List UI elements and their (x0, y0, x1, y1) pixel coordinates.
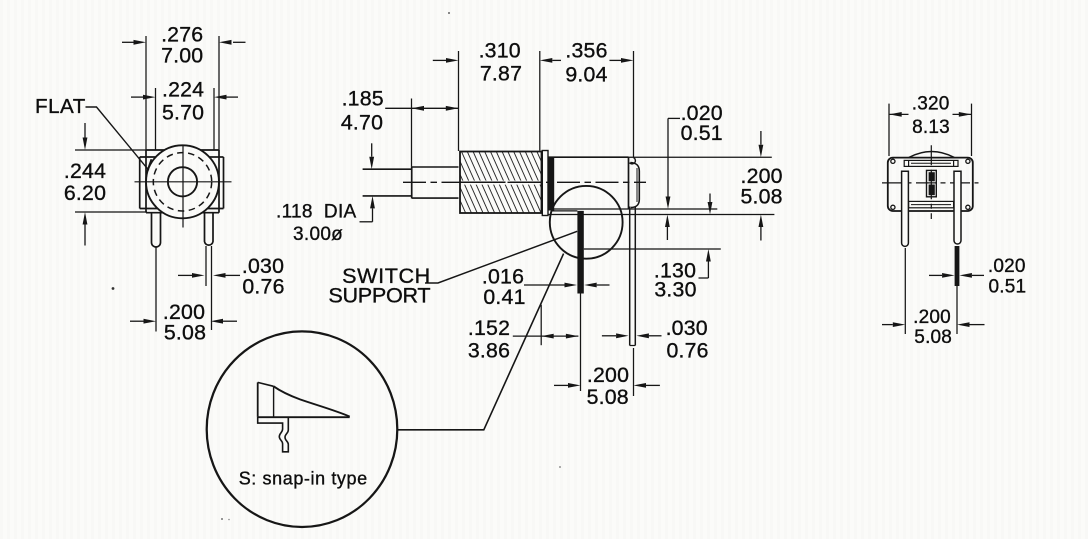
svg-text:.320: .320 (912, 94, 950, 115)
svg-text:4.70: 4.70 (341, 111, 383, 135)
svg-text:5.08: 5.08 (587, 385, 629, 409)
svg-text:.016: .016 (482, 265, 524, 289)
svg-text:.244: .244 (64, 159, 106, 183)
svg-text:3.30: 3.30 (654, 278, 696, 302)
svg-text:0.76: 0.76 (666, 339, 708, 363)
svg-text:.152: .152 (468, 316, 510, 340)
svg-text:0.76: 0.76 (242, 275, 284, 299)
svg-text:.200: .200 (913, 307, 951, 328)
svg-text:0.51: 0.51 (989, 277, 1027, 298)
svg-text:.130: .130 (654, 259, 696, 283)
svg-text:0.41: 0.41 (483, 285, 525, 309)
svg-text:5.70: 5.70 (162, 101, 204, 125)
svg-text:8.13: 8.13 (912, 117, 950, 138)
svg-text:3.86: 3.86 (468, 339, 510, 363)
svg-text:.200: .200 (163, 300, 205, 324)
svg-text:.020: .020 (988, 256, 1026, 277)
svg-text:.020: .020 (681, 101, 723, 125)
svg-text:FLAT: FLAT (35, 95, 86, 118)
svg-text:.030: .030 (666, 316, 708, 340)
svg-text:.200: .200 (587, 363, 629, 387)
svg-text:.224: .224 (162, 77, 204, 101)
svg-text:SUPPORT: SUPPORT (328, 283, 430, 308)
svg-text:.030: .030 (242, 254, 284, 278)
svg-text:7.87: 7.87 (480, 61, 522, 85)
svg-text:SWITCH: SWITCH (342, 263, 431, 288)
svg-text:5.08: 5.08 (914, 327, 952, 348)
svg-text:0.51: 0.51 (681, 121, 723, 145)
svg-text:.276: .276 (161, 23, 203, 47)
svg-text:3.00ø: 3.00ø (293, 224, 343, 245)
svg-text:9.04: 9.04 (565, 63, 607, 87)
svg-text:.310: .310 (479, 38, 521, 62)
svg-text:.185: .185 (342, 87, 384, 111)
svg-text:6.20: 6.20 (64, 181, 106, 205)
svg-text:.118 DIA: .118 DIA (276, 202, 357, 223)
svg-text:.200: .200 (740, 164, 782, 188)
svg-text:5.08: 5.08 (740, 185, 782, 209)
svg-text:S: snap-in type: S: snap-in type (239, 468, 368, 488)
svg-text:.356: .356 (565, 38, 607, 62)
svg-text:5.08: 5.08 (164, 321, 206, 345)
svg-text:7.00: 7.00 (161, 43, 203, 67)
